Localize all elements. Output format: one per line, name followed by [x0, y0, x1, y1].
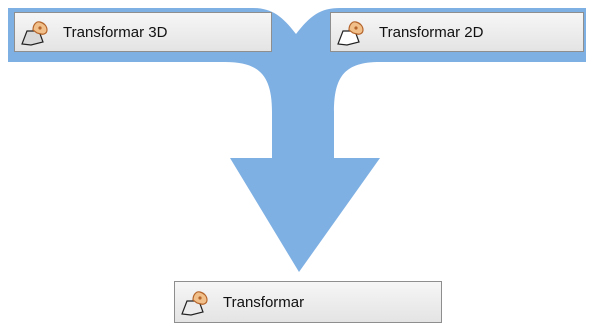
transform-3d-label: Transformar 3D — [63, 23, 168, 41]
transform-button[interactable]: Transformar — [174, 281, 442, 323]
transform-tool-icon — [21, 21, 48, 46]
transform-2d-label: Transformar 2D — [379, 23, 484, 41]
merge-arrow-shape — [8, 8, 586, 272]
transform-2d-button[interactable]: Transformar 2D — [330, 12, 584, 52]
transform-label: Transformar — [223, 293, 305, 311]
transform-3d-button[interactable]: Transformar 3D — [14, 12, 272, 52]
transform-tool-icon — [181, 291, 208, 316]
transform-tool-icon — [337, 21, 364, 46]
